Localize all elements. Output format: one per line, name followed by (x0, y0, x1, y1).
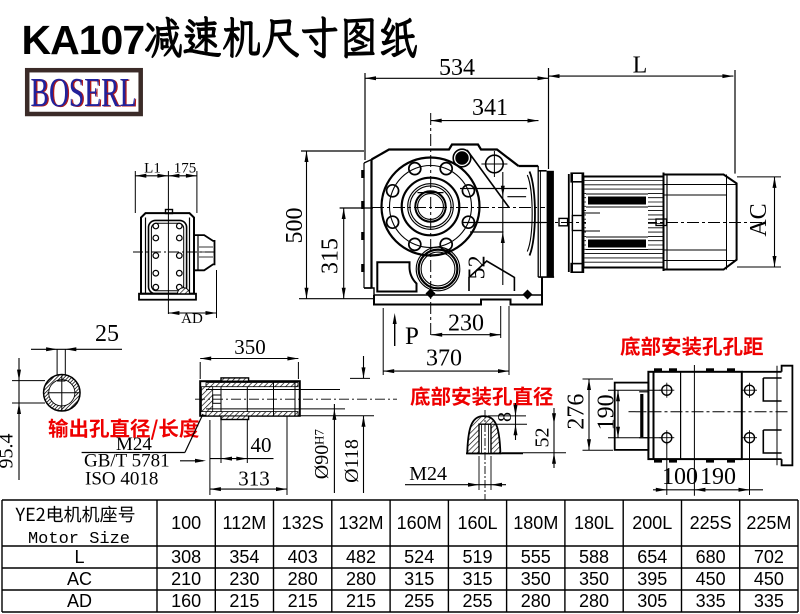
svg-text:255: 255 (404, 591, 434, 611)
svg-text:AD: AD (181, 311, 203, 327)
svg-text:276: 276 (564, 394, 590, 430)
svg-text:215: 215 (346, 591, 376, 611)
svg-text:KA107: KA107 (22, 17, 145, 63)
svg-text:AD: AD (67, 591, 92, 611)
svg-text:482: 482 (346, 547, 376, 567)
svg-text:654: 654 (637, 547, 667, 567)
svg-text:280: 280 (288, 569, 318, 589)
svg-text:315: 315 (404, 569, 434, 589)
svg-text:100: 100 (662, 464, 698, 490)
svg-text:M24: M24 (409, 463, 447, 485)
svg-text:680: 680 (696, 547, 726, 567)
svg-text:519: 519 (462, 547, 492, 567)
svg-text:230: 230 (448, 311, 484, 337)
svg-text:160L: 160L (457, 513, 497, 533)
svg-text:335: 335 (696, 591, 726, 611)
svg-text:Ø118: Ø118 (341, 439, 363, 483)
svg-text:190: 190 (700, 464, 736, 490)
svg-text:52: 52 (465, 255, 491, 279)
svg-text:313: 313 (238, 467, 270, 491)
svg-text:335: 335 (754, 591, 784, 611)
svg-text:450: 450 (696, 569, 726, 589)
svg-text:M24: M24 (116, 434, 152, 455)
svg-text:8: 8 (494, 412, 516, 422)
svg-text:190: 190 (594, 394, 620, 430)
svg-text:95.4: 95.4 (0, 434, 18, 469)
svg-text:315: 315 (462, 569, 492, 589)
svg-text:100: 100 (171, 513, 201, 533)
svg-text:160: 160 (171, 591, 201, 611)
svg-text:L1: L1 (144, 161, 161, 177)
svg-text:160M: 160M (397, 513, 442, 533)
svg-text:112M: 112M (223, 513, 267, 533)
svg-text:Motor Size: Motor Size (28, 530, 130, 549)
svg-text:350: 350 (234, 335, 266, 359)
svg-text:L: L (633, 53, 648, 79)
svg-text:350: 350 (521, 569, 551, 589)
svg-text:210: 210 (171, 569, 201, 589)
svg-text:395: 395 (637, 569, 667, 589)
svg-text:280: 280 (346, 569, 376, 589)
svg-text:ISO 4018: ISO 4018 (85, 469, 158, 490)
svg-text:Ø90: Ø90 (311, 445, 333, 479)
svg-text:52: 52 (532, 428, 554, 448)
svg-text:GB/T 5781: GB/T 5781 (84, 451, 170, 472)
svg-text:L: L (74, 547, 84, 567)
svg-text:450: 450 (754, 569, 784, 589)
svg-text:BOSERL: BOSERL (31, 69, 137, 115)
svg-text:280: 280 (521, 591, 551, 611)
svg-text:180M: 180M (513, 513, 558, 533)
svg-text:500: 500 (282, 208, 308, 244)
svg-text:370: 370 (426, 346, 462, 372)
svg-text:308: 308 (171, 547, 201, 567)
svg-text:180L: 180L (574, 513, 614, 533)
svg-text:H7: H7 (312, 429, 327, 445)
svg-text:588: 588 (579, 547, 609, 567)
svg-text:200L: 200L (632, 513, 672, 533)
svg-text:225S: 225S (690, 513, 732, 533)
svg-text:280: 280 (579, 591, 609, 611)
svg-text:702: 702 (754, 547, 784, 567)
svg-text:341: 341 (472, 95, 508, 121)
svg-text:255: 255 (462, 591, 492, 611)
svg-text:132M: 132M (338, 513, 383, 533)
svg-text:534: 534 (439, 55, 475, 81)
svg-text:175: 175 (174, 161, 197, 177)
svg-text:AC: AC (746, 203, 772, 236)
svg-text:225M: 225M (746, 513, 791, 533)
svg-text:132S: 132S (282, 513, 324, 533)
svg-text:40: 40 (251, 433, 272, 457)
svg-text:524: 524 (404, 547, 434, 567)
svg-text:AC: AC (67, 569, 92, 589)
svg-text:215: 215 (288, 591, 318, 611)
svg-text:P: P (405, 323, 419, 350)
svg-text:555: 555 (521, 547, 551, 567)
svg-text:215: 215 (229, 591, 259, 611)
svg-text:25: 25 (95, 321, 119, 347)
svg-text:350: 350 (579, 569, 609, 589)
svg-text:230: 230 (229, 569, 259, 589)
svg-text:315: 315 (318, 238, 344, 274)
svg-text:305: 305 (637, 591, 667, 611)
svg-text:354: 354 (229, 547, 259, 567)
svg-text:403: 403 (288, 547, 318, 567)
svg-text:BOSERL: BOSERL (32, 70, 138, 116)
